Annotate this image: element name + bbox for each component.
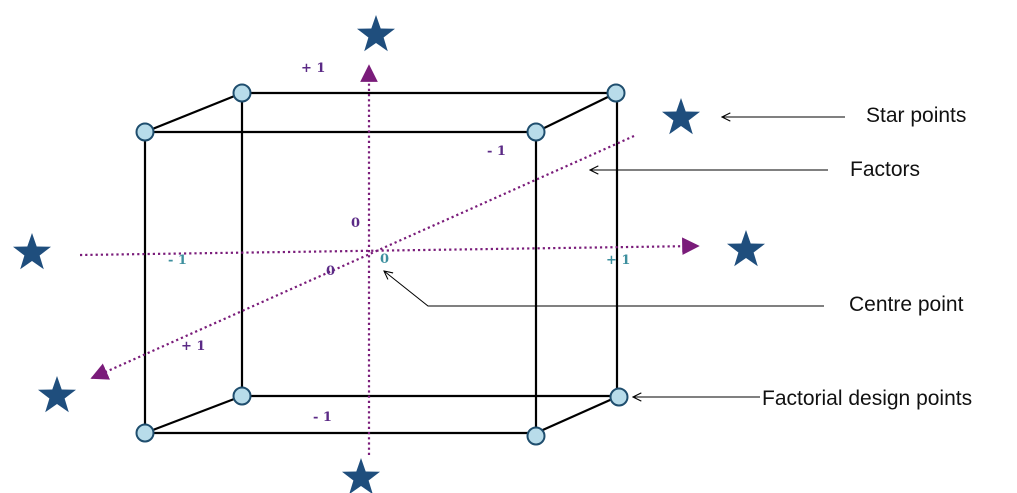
- cube-edge: [144, 91, 243, 134]
- pointer-centre-point: [384, 271, 824, 307]
- tick-label: - 1: [487, 144, 506, 159]
- tick-labels: + 1 0 - 1 + 1 0 - 1 + 1 0 - 1: [168, 61, 630, 425]
- tick-label: + 1: [301, 61, 325, 76]
- circle-icon: [232, 83, 252, 103]
- circle-icon: [526, 426, 546, 446]
- factor-axes: [79, 64, 700, 455]
- cube-edge: [535, 92, 617, 133]
- callout-factors: Factors: [850, 158, 920, 181]
- callout-factorial-design-points: Factorial design points: [762, 387, 972, 410]
- tick-label: + 1: [606, 253, 630, 268]
- star-icon: [342, 458, 380, 493]
- tick-label: 0: [351, 216, 360, 231]
- cube-edge: [535, 394, 620, 435]
- factorial-design-points: [135, 83, 629, 446]
- circle-icon: [606, 83, 626, 103]
- tick-label: - 1: [313, 410, 332, 425]
- callout-centre-point: Centre point: [849, 293, 964, 316]
- cube: [143, 91, 620, 435]
- tick-label: - 1: [168, 253, 187, 268]
- star-icon: [662, 98, 700, 135]
- star-icon: [357, 15, 395, 52]
- tick-label: 0: [380, 252, 389, 267]
- cube-edge: [144, 394, 243, 435]
- circle-icon: [135, 423, 155, 443]
- diagonal-axis: [90, 134, 635, 380]
- callout-star-points: Star points: [866, 104, 966, 127]
- circle-icon: [526, 122, 546, 142]
- star-icon: [38, 376, 76, 413]
- star-icon: [13, 233, 51, 270]
- circle-icon: [609, 387, 629, 407]
- callout-pointers: [384, 117, 845, 397]
- callout-labels: Star points Factors Centre point Factori…: [762, 104, 972, 410]
- star-icon: [727, 230, 765, 267]
- circle-icon: [232, 386, 252, 406]
- tick-label: + 1: [181, 339, 205, 354]
- tick-label: 0: [326, 264, 335, 279]
- circle-icon: [135, 122, 155, 142]
- horizontal-axis: [79, 237, 700, 257]
- star-points: [13, 15, 765, 493]
